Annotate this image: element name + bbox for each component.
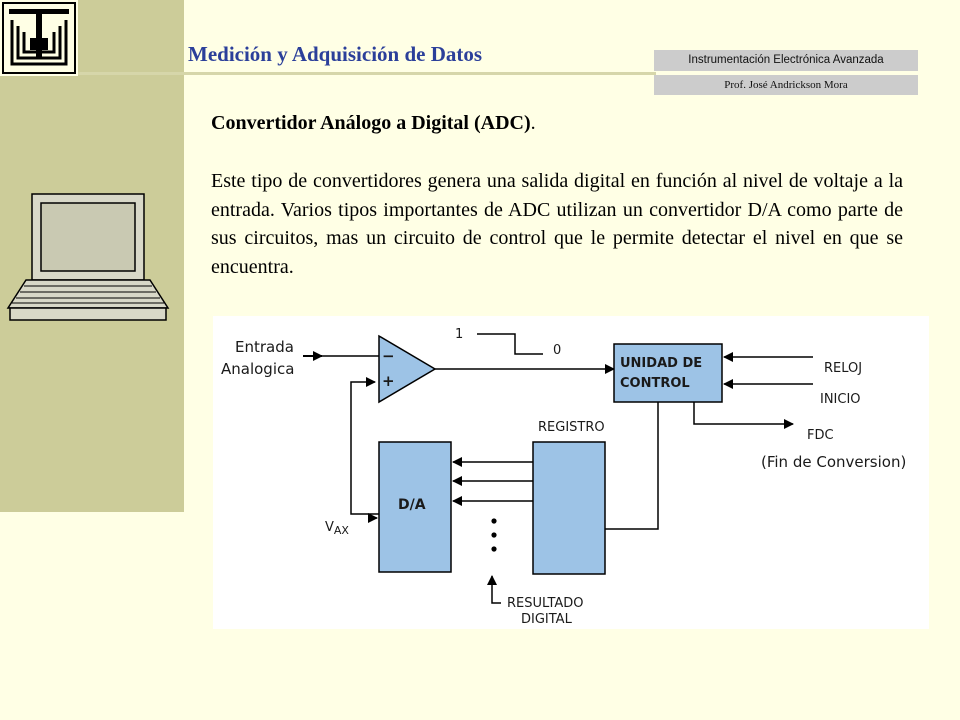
eoc-arrow — [693, 402, 794, 429]
bus-dot — [491, 518, 497, 524]
comparator-plus: + — [382, 372, 395, 390]
level-high-label: 1 — [455, 327, 463, 342]
logo-emblem-icon — [2, 2, 76, 74]
result-label: RESULTADO — [507, 596, 584, 611]
control-to-register-wire — [605, 402, 659, 530]
clock-label: RELOJ — [824, 361, 862, 376]
control-unit-label: UNIDAD DE — [620, 356, 702, 371]
feedback-wire — [350, 377, 379, 515]
control-unit-block — [613, 343, 723, 403]
level-low-label: 0 — [553, 343, 561, 358]
input-label-2: Analogica — [221, 360, 294, 378]
register-block — [532, 441, 606, 575]
header-divider — [78, 72, 656, 75]
bus-dot — [491, 546, 497, 552]
dac-label: D/A — [398, 497, 426, 513]
comparator-minus: − — [382, 347, 395, 365]
institution-logo — [0, 0, 78, 76]
comparator-symbol — [378, 334, 437, 404]
section-heading: Convertidor Análogo a Digital (ADC). — [211, 112, 536, 134]
control-unit-label-2: CONTROL — [620, 376, 690, 391]
adc-block-diagram: Entrada Analogica − + 1 0 UNIDAD DE CONT… — [213, 316, 929, 629]
bus-dot — [491, 532, 497, 538]
input-label: Entrada — [235, 338, 294, 356]
start-label: INICIO — [820, 392, 861, 407]
laptop-icon — [6, 193, 170, 321]
register-label: REGISTRO — [538, 420, 605, 435]
description-paragraph: Este tipo de convertidores genera una sa… — [211, 170, 903, 278]
logic-step-icon — [477, 333, 543, 355]
result-arrow — [487, 575, 501, 604]
slide-title: Medición y Adquisición de Datos — [188, 42, 483, 66]
result-label-2: DIGITAL — [521, 612, 573, 627]
professor-label: Prof. José Andrickson Mora — [654, 75, 918, 95]
eoc-description: (Fin de Conversion) — [761, 453, 906, 471]
dac-block — [378, 441, 452, 573]
eoc-label: FDC — [807, 428, 834, 443]
vax-label: VAX — [325, 520, 349, 537]
course-label: Instrumentación Electrónica Avanzada — [654, 50, 918, 71]
